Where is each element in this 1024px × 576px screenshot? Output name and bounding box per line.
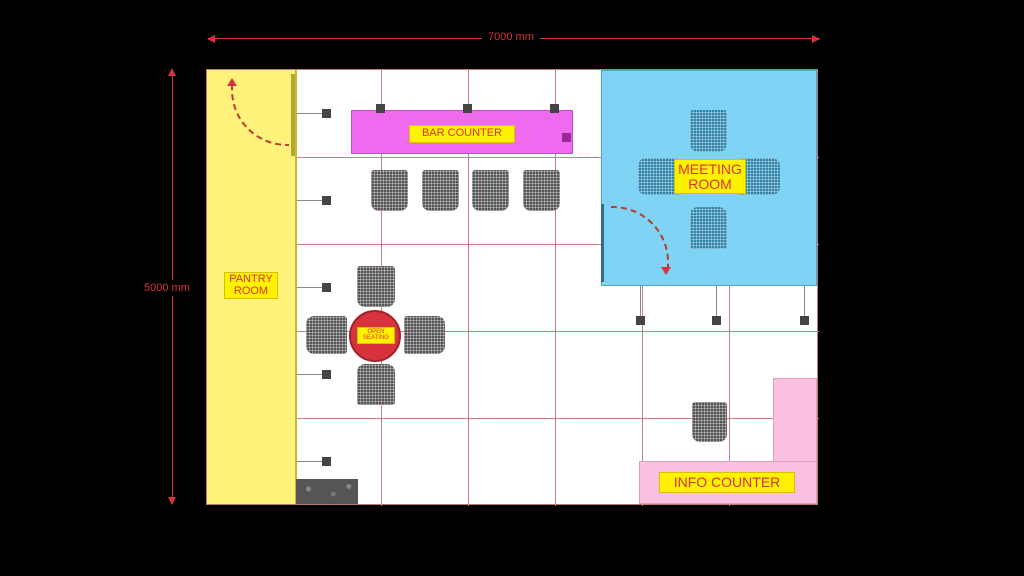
light-wire: [716, 286, 717, 318]
width-arrow-left-icon: [207, 35, 215, 43]
light-fixture: [463, 104, 472, 113]
bar-stool: [371, 170, 408, 211]
light-fixture: [376, 104, 385, 113]
light-fixture: [322, 109, 331, 118]
light-fixture: [800, 316, 809, 325]
height-dimension-label: 5000 mm: [144, 280, 190, 296]
bar-stool: [523, 170, 560, 211]
light-fixture: [322, 196, 331, 205]
grid-line: [207, 331, 819, 332]
open-seating-chair: [306, 316, 347, 354]
grid-line: [468, 70, 469, 506]
light-wire: [297, 287, 325, 288]
light-fixture: [322, 370, 331, 379]
light-wire: [297, 113, 325, 114]
meeting-room-label: MEETING ROOM: [674, 159, 746, 195]
info-chair: [692, 402, 727, 442]
bar-stool: [422, 170, 459, 211]
light-fixture: [636, 316, 645, 325]
grid-line: [207, 418, 819, 419]
open-seating-chair: [357, 266, 395, 307]
light-fixture: [562, 133, 571, 142]
grid-line: [729, 70, 730, 506]
grid-line: [207, 244, 819, 245]
meeting-room-door: [601, 204, 604, 282]
open-seating-chair: [357, 364, 395, 405]
light-wire: [640, 286, 641, 318]
pantry-room-label: PANTRY ROOM: [224, 272, 278, 300]
door-arrow-head-icon: [227, 78, 237, 86]
width-dimension-label: 7000 mm: [482, 31, 540, 43]
grid-line: [642, 70, 643, 506]
open-seating-chair: [404, 316, 445, 354]
bar-stool: [472, 170, 509, 211]
open-seating-label: OPEN SEATING: [357, 327, 395, 344]
grid-line: [555, 70, 556, 506]
light-fixture: [550, 104, 559, 113]
light-fixture: [322, 283, 331, 292]
light-wire: [297, 200, 325, 201]
meeting-chair: [690, 207, 727, 249]
light-fixture: [322, 457, 331, 466]
light-wire: [297, 461, 325, 462]
light-fixture: [712, 316, 721, 325]
light-wire: [804, 286, 805, 318]
meeting-door-arrow-head-icon: [661, 267, 671, 275]
info-counter-side[interactable]: [773, 378, 817, 466]
height-arrow-top-icon: [168, 68, 176, 76]
grid-line: [207, 157, 819, 158]
meeting-chair: [690, 110, 727, 152]
pantry-door: [291, 74, 295, 156]
height-arrow-bottom-icon: [168, 497, 176, 505]
light-wire: [297, 374, 325, 375]
width-arrow-right-icon: [812, 35, 820, 43]
info-counter-label: INFO COUNTER: [659, 472, 795, 493]
meeting-chair: [638, 158, 680, 195]
bar-counter-label: BAR COUNTER: [409, 125, 515, 143]
plant-box: [296, 479, 358, 504]
floor-plan: PANTRY ROOM BAR COUNTER MEETING ROOM OPE…: [206, 69, 819, 506]
